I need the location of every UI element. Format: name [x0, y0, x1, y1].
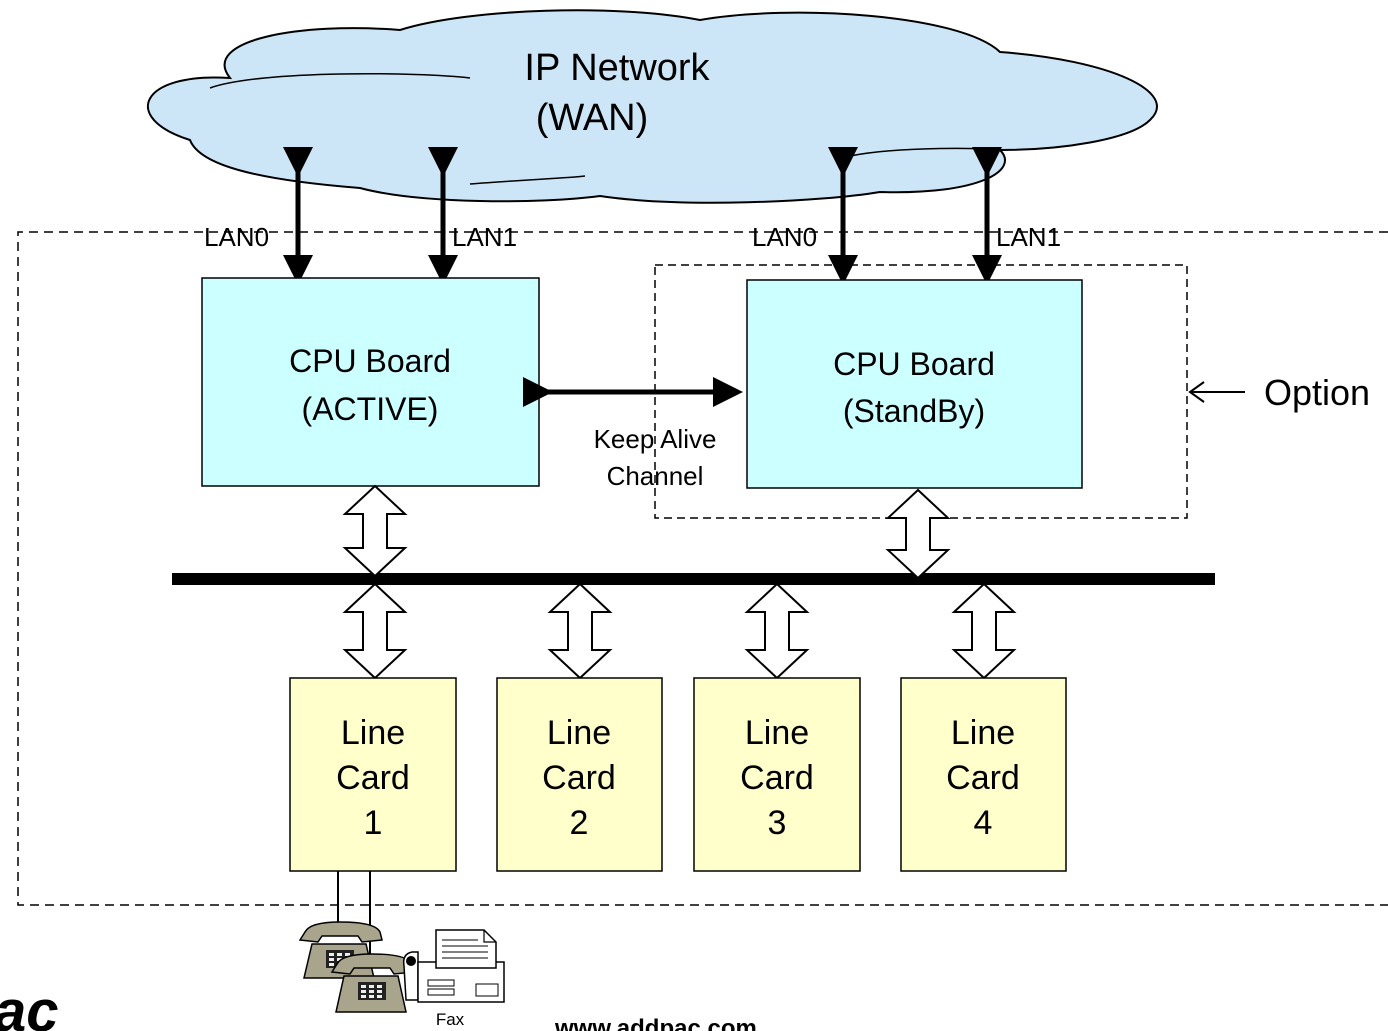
- line-card-2-number: 2: [570, 804, 589, 842]
- card1-bus-connector: [342, 582, 408, 680]
- option-pointer-head: [1188, 381, 1205, 403]
- line-card-4: Line Card 4: [900, 677, 1067, 872]
- line-card-2: Line Card 2: [496, 677, 663, 872]
- fax-machine-icon: [402, 929, 505, 1003]
- line-card-2-box: [496, 677, 663, 872]
- cpu-board-standby-title: CPU Board: [833, 346, 995, 382]
- cloud-inner-curve: [209, 72, 471, 89]
- standby-lan1-label: LAN1: [996, 222, 1061, 252]
- line-card-4-card: Card: [946, 759, 1020, 797]
- cpu-board-active-state: (ACTIVE): [302, 391, 439, 427]
- cpu-board-standby: CPU Board (StandBy): [746, 279, 1083, 489]
- line-card-1-number: 1: [364, 804, 383, 842]
- cpu-board-standby-box: [746, 279, 1083, 489]
- standby-bus-connector: [885, 488, 951, 580]
- active-lan0-label: LAN0: [204, 222, 269, 252]
- line-card-4-line: Line: [951, 714, 1015, 752]
- cloud-inner-curve: [469, 175, 586, 185]
- fax-label: Fax: [436, 1010, 465, 1029]
- company-logo: ac: [0, 979, 59, 1031]
- line-card-1-card: Card: [336, 759, 410, 797]
- telephone-icon: [330, 953, 415, 1013]
- standby-lan0-label: LAN0: [752, 222, 817, 252]
- line-card-2-card: Card: [542, 759, 616, 797]
- card2-bus-connector: [547, 582, 613, 680]
- footer-url: www.addpac.com: [554, 1015, 757, 1031]
- network-subtitle: (WAN): [536, 97, 649, 139]
- line-card-3: Line Card 3: [693, 677, 861, 872]
- line-card-3-card: Card: [740, 759, 814, 797]
- cpu-board-active: CPU Board (ACTIVE): [201, 277, 540, 487]
- lan-links: LAN0 LAN1 LAN0 LAN1: [204, 147, 1061, 285]
- line-card-3-box: [693, 677, 861, 872]
- bus-connectors: [342, 484, 1017, 680]
- line-card-1: Line Card 1: [289, 677, 457, 872]
- card4-bus-connector: [951, 582, 1017, 680]
- active-bus-connector: [342, 484, 408, 578]
- keep-alive-label: Keep Alive: [594, 424, 717, 454]
- cloud-shape: [146, 9, 1158, 204]
- keep-alive-label-2: Channel: [607, 461, 704, 491]
- cpu-board-standby-state: (StandBy): [843, 393, 985, 429]
- active-lan1-label: LAN1: [452, 222, 517, 252]
- option-label: Option: [1264, 372, 1370, 413]
- card3-bus-connector: [744, 582, 810, 680]
- line-card-4-number: 4: [974, 804, 993, 842]
- network-title: IP Network: [524, 47, 710, 89]
- cpu-board-active-title: CPU Board: [289, 343, 451, 379]
- line-card-1-box: [289, 677, 457, 872]
- line-card-3-number: 3: [768, 804, 787, 842]
- line-card-1-line: Line: [341, 714, 405, 752]
- line-card-4-box: [900, 677, 1067, 872]
- ip-network-cloud: IP Network (WAN): [146, 9, 1158, 204]
- line-card-2-line: Line: [547, 714, 611, 752]
- cpu-board-active-box: [201, 277, 540, 487]
- line-card-3-line: Line: [745, 714, 809, 752]
